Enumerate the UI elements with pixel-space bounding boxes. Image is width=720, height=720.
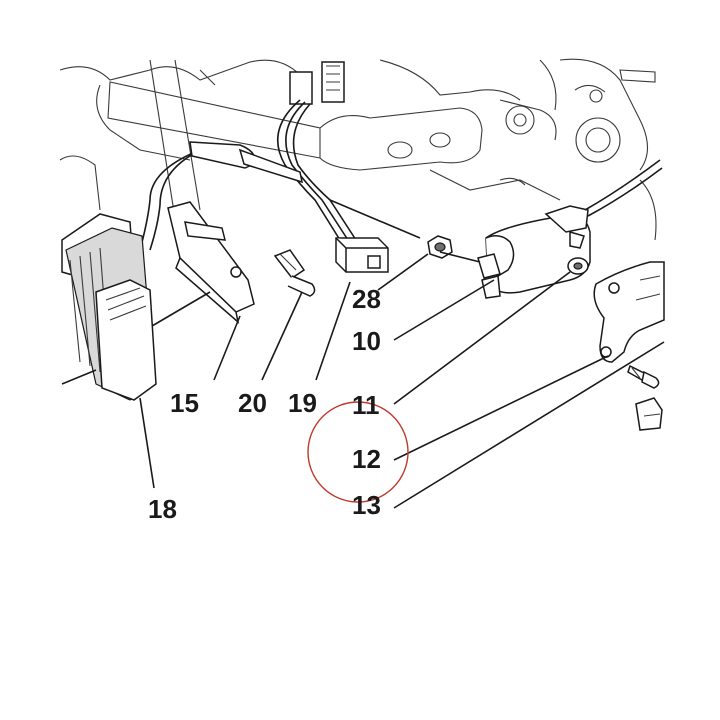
callout-labels: 28 10 15 20 19 11 12 13 18 (148, 284, 381, 524)
lower-right-fitting (635, 397, 663, 431)
coil-part-10 (477, 159, 663, 299)
callout-18: 18 (148, 494, 177, 524)
highlight-circle (307, 401, 409, 503)
regulator-part-18 (61, 213, 157, 401)
leader-lines (61, 199, 665, 509)
callout-13: 13 (352, 490, 381, 520)
spacer-part-11 (567, 257, 589, 275)
wire-harness (139, 99, 357, 251)
callout-28: 28 (352, 284, 381, 314)
frame-outline (59, 58, 657, 251)
terminal-part-20 (273, 249, 316, 297)
bracket-part-15 (167, 201, 255, 325)
callout-11: 11 (352, 390, 380, 420)
callout-12: 12 (352, 444, 381, 474)
connector-part-19 (335, 237, 389, 273)
plate-part-12 (593, 261, 665, 363)
upper-connector-block (289, 61, 345, 105)
nut-part-28 (427, 235, 453, 259)
callout-15: 15 (170, 388, 199, 418)
callout-20: 20 (238, 388, 267, 418)
callout-19: 19 (288, 388, 317, 418)
screw-part-13 (627, 364, 660, 389)
callout-10: 10 (352, 326, 381, 356)
